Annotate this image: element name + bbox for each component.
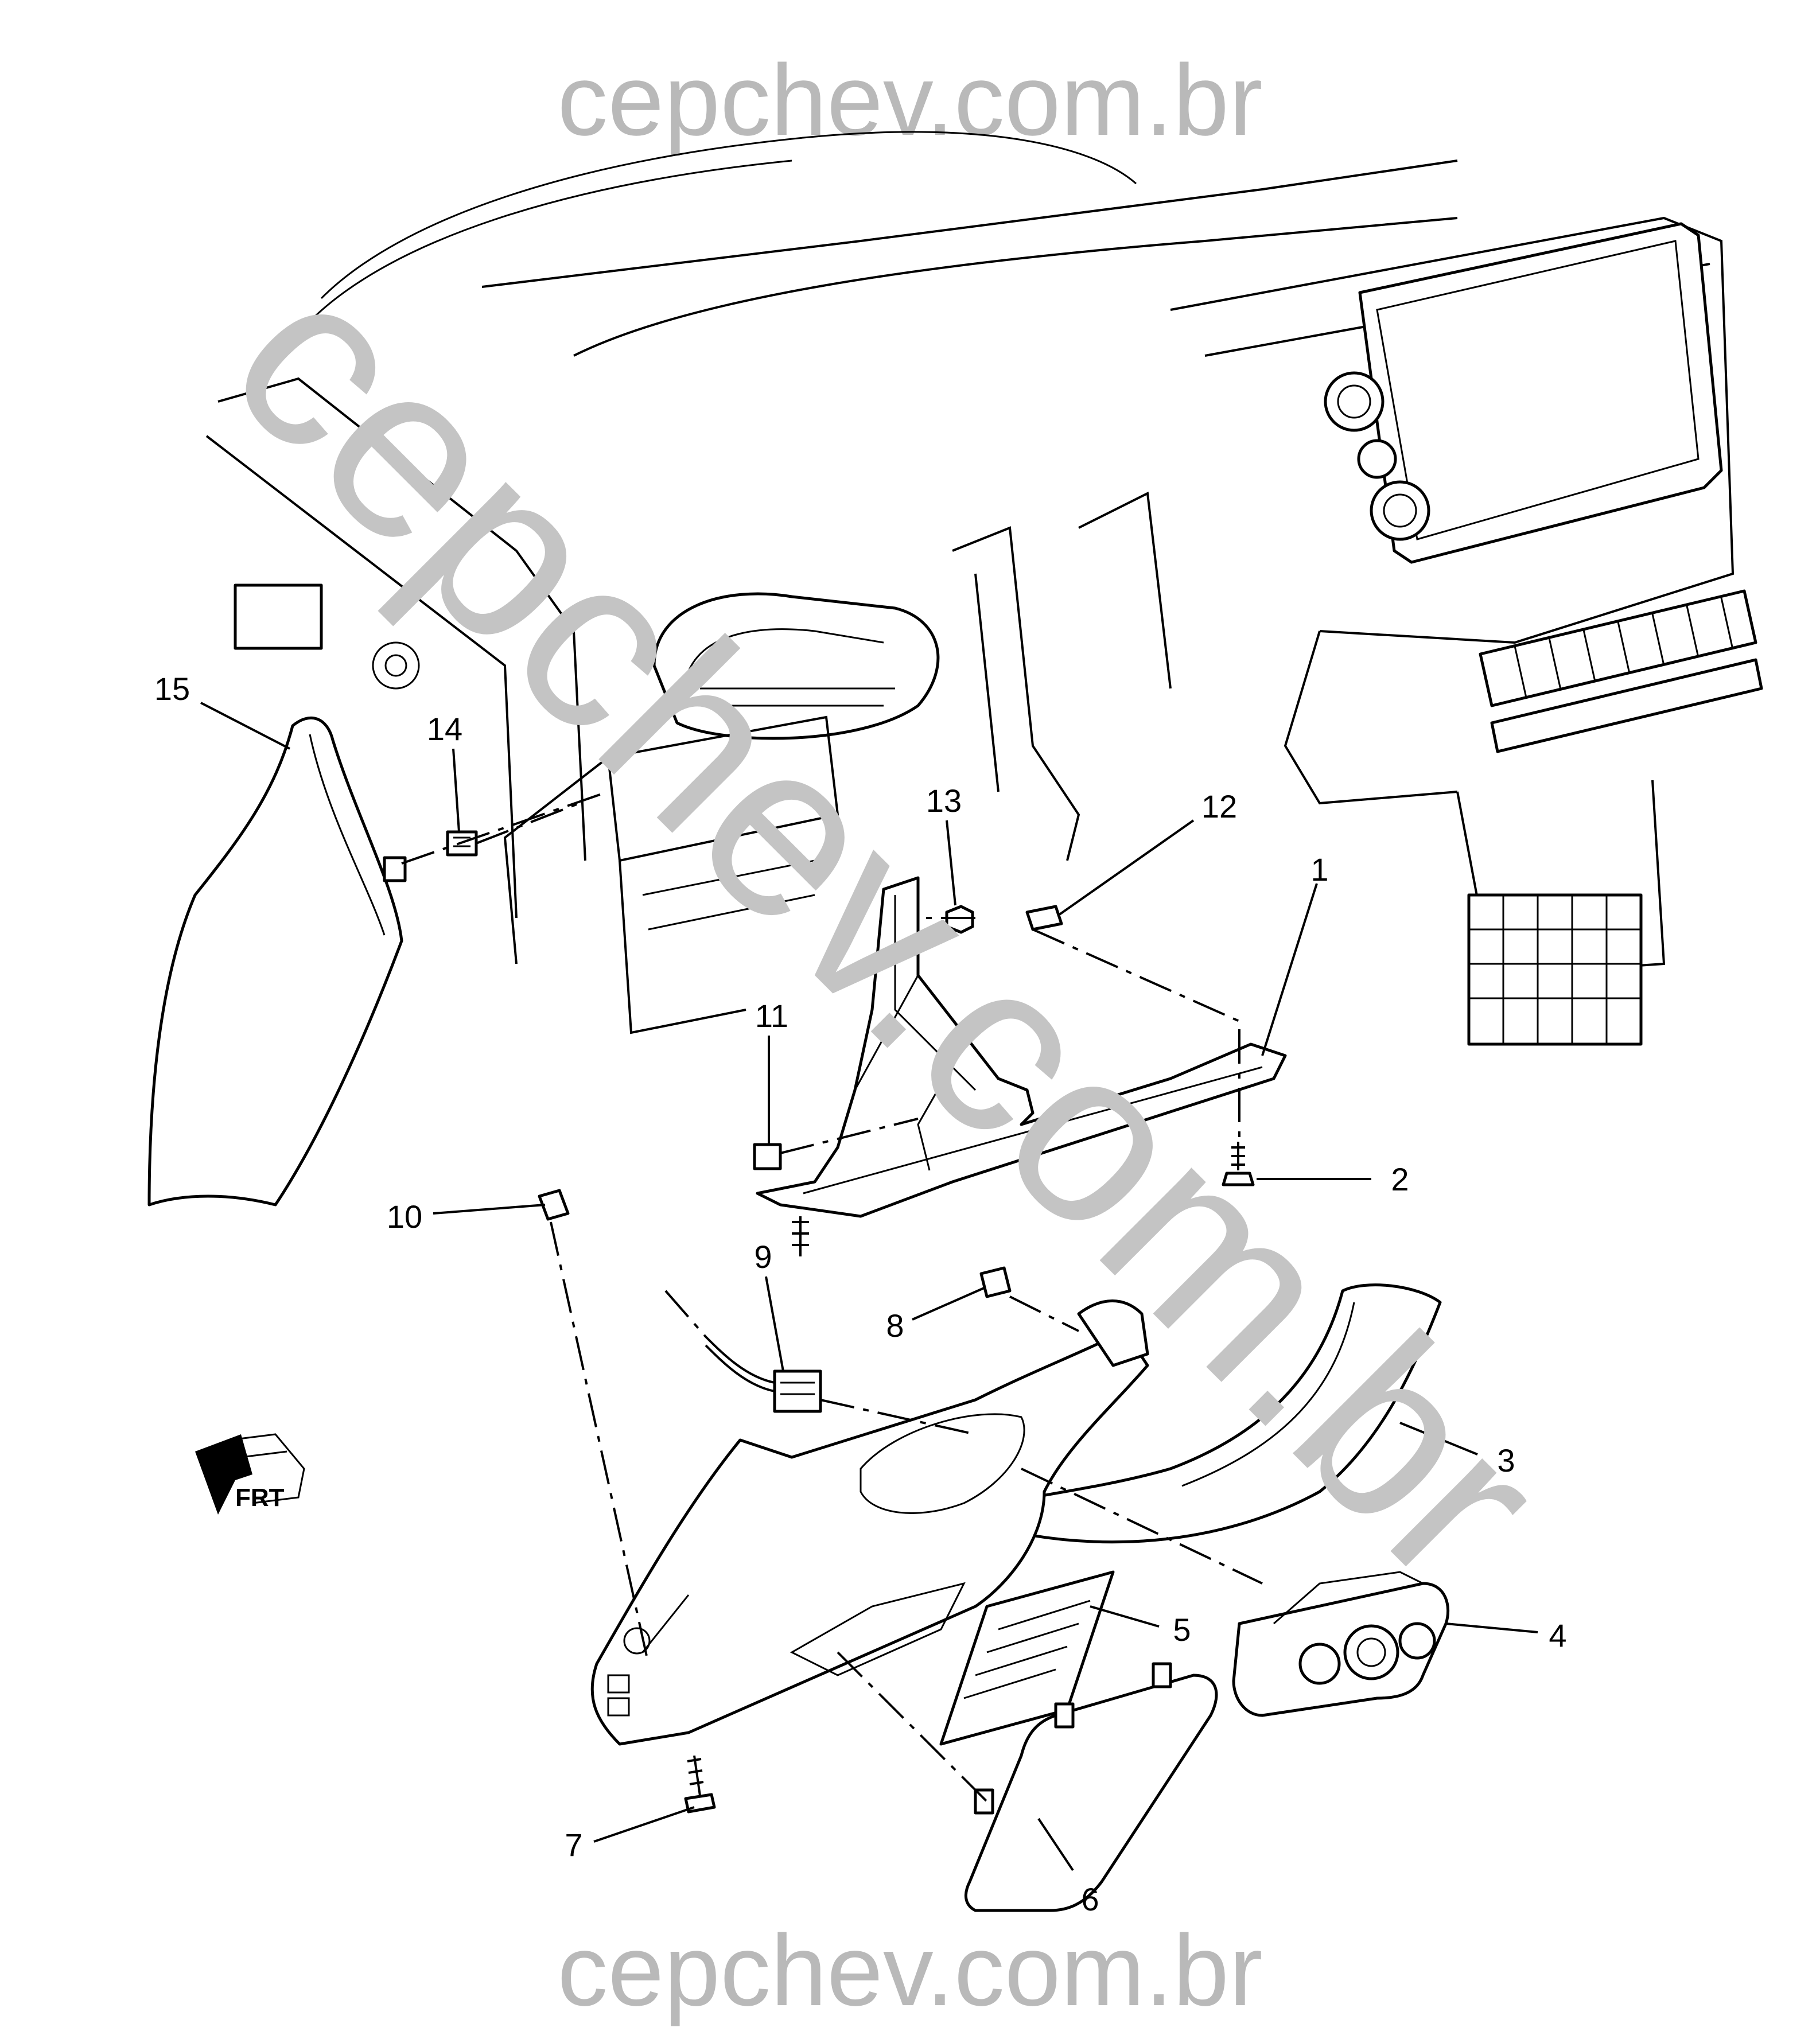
- callout-12: 12: [1201, 788, 1237, 824]
- callout-13: 13: [926, 783, 962, 819]
- part-11-clip: [753, 1143, 782, 1170]
- part-10-clip: [538, 1189, 570, 1221]
- callout-1: 1: [1310, 851, 1328, 888]
- callout-9: 9: [754, 1239, 772, 1275]
- watermark-top: cepchev.com.br: [557, 44, 1262, 157]
- part-9-wire-connector: [705, 1336, 822, 1413]
- part-2-bolt: [1222, 1142, 1255, 1186]
- callout-4: 4: [1549, 1617, 1566, 1653]
- front-arrow-icon: [195, 1434, 252, 1515]
- part-3-lower-trim-panel: [951, 1283, 1442, 1544]
- callout-5: 5: [1173, 1612, 1191, 1648]
- callout-2: 2: [1391, 1161, 1409, 1197]
- control-button-bank: [1479, 589, 1763, 753]
- callout-3: 3: [1497, 1442, 1515, 1478]
- part-7-screw: [684, 1755, 716, 1814]
- part-1-lower-bracket: [756, 876, 1287, 1256]
- instrument-panel-assembly: [205, 131, 1735, 1046]
- watermark-bottom: cepchev.com.br: [557, 1914, 1262, 2027]
- radio-knobs: [1324, 371, 1430, 541]
- part-13-nut: [945, 905, 974, 934]
- callout-10: 10: [387, 1198, 422, 1235]
- callout-8: 8: [886, 1307, 904, 1344]
- part-4-hvac-control-module: [1232, 1571, 1450, 1717]
- infotainment-display: [1358, 222, 1723, 564]
- front-orientation-marker: FRT: [195, 1433, 305, 1515]
- frt-label: FRT: [235, 1484, 285, 1512]
- part-15-side-trim-panel: [147, 716, 407, 1207]
- callout-leaders: [200, 702, 1538, 1871]
- part-12-clip: [1025, 905, 1063, 931]
- callout-15: 15: [154, 671, 190, 707]
- part-6-compartment-door: [964, 1662, 1218, 1912]
- callout-11: 11: [755, 998, 788, 1034]
- callout-6: 6: [1081, 1881, 1099, 1917]
- assembly-guide-lines: [401, 791, 1263, 1803]
- part-8-clip: [979, 1266, 1012, 1298]
- lower-console-trim: [590, 1299, 1149, 1746]
- callout-labels: 1 2 3 4 5 6 7 8 9 10 11 12 13 14 15: [154, 671, 1567, 1917]
- callout-7: 7: [565, 1827, 582, 1863]
- callout-14: 14: [427, 711, 462, 747]
